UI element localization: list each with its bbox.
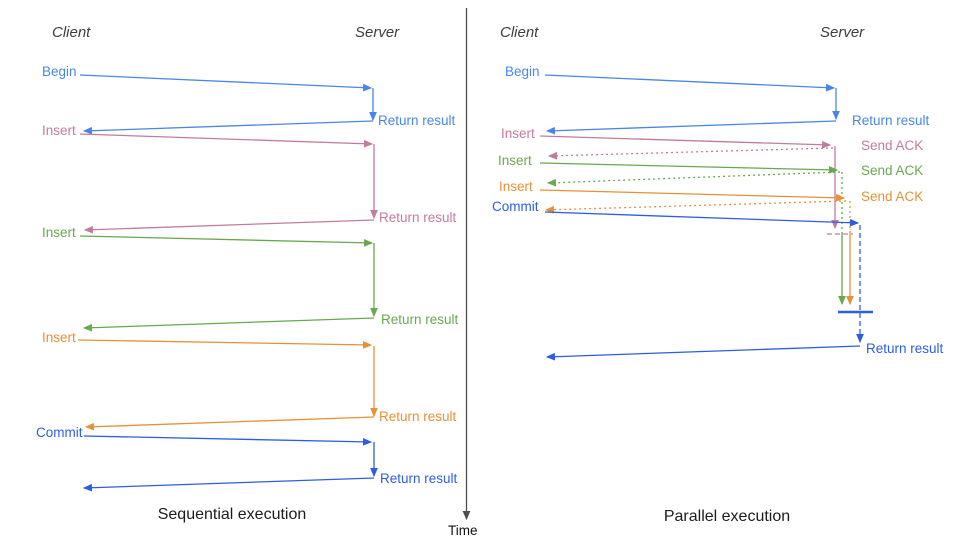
client-header: Client bbox=[500, 24, 539, 41]
response-label: Return result bbox=[381, 312, 459, 327]
flow-line bbox=[547, 147, 834, 160]
panel-caption: Parallel execution bbox=[663, 508, 791, 525]
flow-line bbox=[83, 435, 373, 446]
flow-line bbox=[79, 235, 374, 247]
flow-line bbox=[544, 200, 847, 214]
flow-line bbox=[545, 120, 837, 135]
response-label: Send ACK bbox=[861, 189, 924, 204]
flow-line bbox=[544, 211, 860, 227]
response-label: Return result bbox=[379, 409, 457, 424]
flow-line bbox=[544, 74, 836, 92]
operation-label: Insert bbox=[499, 179, 533, 194]
flow-line bbox=[79, 133, 374, 148]
flow-line bbox=[84, 416, 375, 431]
response-label: Return result bbox=[380, 471, 458, 486]
client-header: Client bbox=[52, 24, 91, 41]
flow-line bbox=[82, 317, 375, 332]
response-label: Return result bbox=[379, 210, 457, 225]
flow-line bbox=[539, 162, 839, 174]
flow-line bbox=[546, 171, 841, 187]
response-label: Return result bbox=[866, 341, 944, 356]
operation-label: Insert bbox=[42, 123, 76, 138]
operation-label: Commit bbox=[36, 425, 83, 440]
flow-line bbox=[83, 219, 375, 234]
flow-line bbox=[545, 345, 861, 361]
flow-line bbox=[77, 339, 373, 349]
operation-label: Begin bbox=[505, 64, 540, 79]
operation-label: Commit bbox=[492, 199, 539, 214]
operation-label: Insert bbox=[501, 126, 535, 141]
response-label: Return result bbox=[852, 113, 930, 128]
response-label: Send ACK bbox=[861, 163, 924, 178]
server-header: Server bbox=[355, 24, 400, 41]
operation-label: Begin bbox=[42, 64, 77, 79]
operation-label: Insert bbox=[42, 330, 76, 345]
flow-line bbox=[82, 120, 374, 135]
flow-line bbox=[539, 189, 846, 202]
flow-line bbox=[539, 135, 832, 149]
response-label: Send ACK bbox=[861, 138, 924, 153]
operation-label: Insert bbox=[498, 153, 532, 168]
response-label: Return result bbox=[378, 113, 456, 128]
flow-line bbox=[82, 477, 375, 492]
time-axis-label: Time bbox=[448, 523, 478, 538]
flow-line bbox=[79, 74, 373, 92]
operation-label: Insert bbox=[42, 225, 76, 240]
panel-caption: Sequential execution bbox=[157, 506, 307, 523]
server-header: Server bbox=[820, 24, 865, 41]
